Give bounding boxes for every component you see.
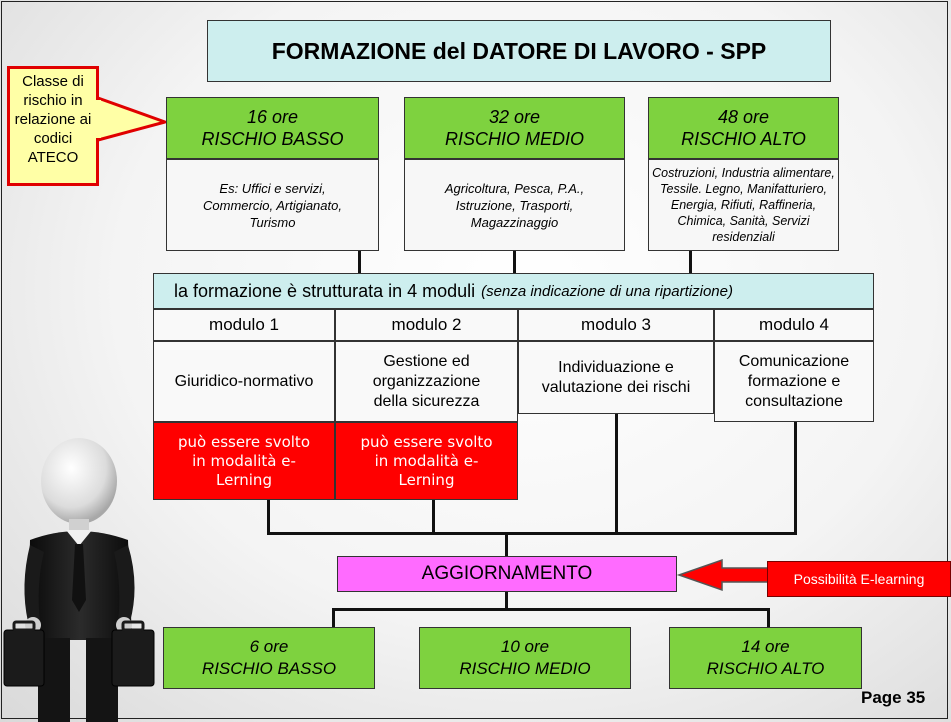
update-basso-label: RISCHIO BASSO xyxy=(201,659,337,678)
risk-medio-examples: Agricoltura, Pesca, P.A., Istruzione, Tr… xyxy=(404,159,625,251)
connector-modules-hbar xyxy=(267,532,797,535)
connector-update-hbar xyxy=(332,608,770,611)
connector-upd-alto xyxy=(767,608,770,628)
ateco-callout: Classe di rischio in relazione ai codici… xyxy=(7,66,99,186)
update-basso: 6 ore RISCHIO BASSO xyxy=(163,627,375,689)
connector-alto xyxy=(689,250,692,274)
connector-update-down xyxy=(505,591,508,610)
connector-basso xyxy=(358,250,361,274)
page-number: Page 35 xyxy=(861,688,926,707)
update-medio-label: RISCHIO MEDIO xyxy=(459,659,591,678)
connector-mod2 xyxy=(432,500,435,534)
module-2-name: modulo 2 xyxy=(335,309,518,341)
risk-medio-label: RISCHIO MEDIO xyxy=(444,129,584,149)
risk-medio-header: 32 ore RISCHIO MEDIO xyxy=(404,97,625,159)
module-1-elearning: può essere svolto in modalità e-Lerning xyxy=(153,422,335,500)
module-3-topic: Individuazione e valutazione dei rischi xyxy=(518,341,714,414)
connector-mod1 xyxy=(267,500,270,534)
module-2-elearning: può essere svolto in modalità e-Lerning xyxy=(335,422,518,500)
module-1-name: modulo 1 xyxy=(153,309,335,341)
risk-basso-hours: 16 ore xyxy=(246,107,299,127)
elearning-callout: Possibilità E-learning xyxy=(767,561,951,597)
structure-note: (senza indicazione di una ripartizione) xyxy=(481,282,733,300)
update-basso-hours: 6 ore xyxy=(249,637,289,656)
connector-mod4 xyxy=(794,414,797,534)
module-3-name: modulo 3 xyxy=(518,309,714,341)
risk-basso-header: 16 ore RISCHIO BASSO xyxy=(166,97,379,159)
risk-alto-label: RISCHIO ALTO xyxy=(681,129,806,149)
connector-upd-basso xyxy=(332,608,335,628)
update-medio: 10 ore RISCHIO MEDIO xyxy=(419,627,631,689)
module-4-name: modulo 4 xyxy=(714,309,874,341)
risk-alto-header: 48 ore RISCHIO ALTO xyxy=(648,97,839,159)
update-alto-hours: 14 ore xyxy=(741,637,790,656)
update-box: AGGIORNAMENTO xyxy=(337,556,677,592)
page-title: FORMAZIONE del DATORE DI LAVORO - SPP xyxy=(207,20,831,82)
risk-medio-hours: 32 ore xyxy=(488,107,541,127)
module-4-topic: Comunicazione formazione e consultazione xyxy=(714,341,874,422)
structure-text: la formazione è strutturata in 4 moduli xyxy=(174,280,476,301)
connector-mod3 xyxy=(615,414,618,534)
risk-basso-label: RISCHIO BASSO xyxy=(201,129,344,149)
module-1-topic: Giuridico-normativo xyxy=(153,341,335,422)
structure-heading: la formazione è strutturata in 4 moduli … xyxy=(153,273,874,309)
update-alto: 14 ore RISCHIO ALTO xyxy=(669,627,862,689)
risk-basso-examples: Es: Uffici e servizi, Commercio, Artigia… xyxy=(166,159,379,251)
risk-alto-examples: Costruzioni, Industria alimentare, Tessi… xyxy=(648,159,839,251)
update-alto-label: RISCHIO ALTO xyxy=(706,659,825,678)
update-medio-hours: 10 ore xyxy=(500,637,550,656)
connector-to-update xyxy=(505,532,508,557)
risk-alto-hours: 48 ore xyxy=(717,107,770,127)
connector-medio xyxy=(513,250,516,274)
module-2-topic: Gestione ed organizzazione della sicurez… xyxy=(335,341,518,422)
